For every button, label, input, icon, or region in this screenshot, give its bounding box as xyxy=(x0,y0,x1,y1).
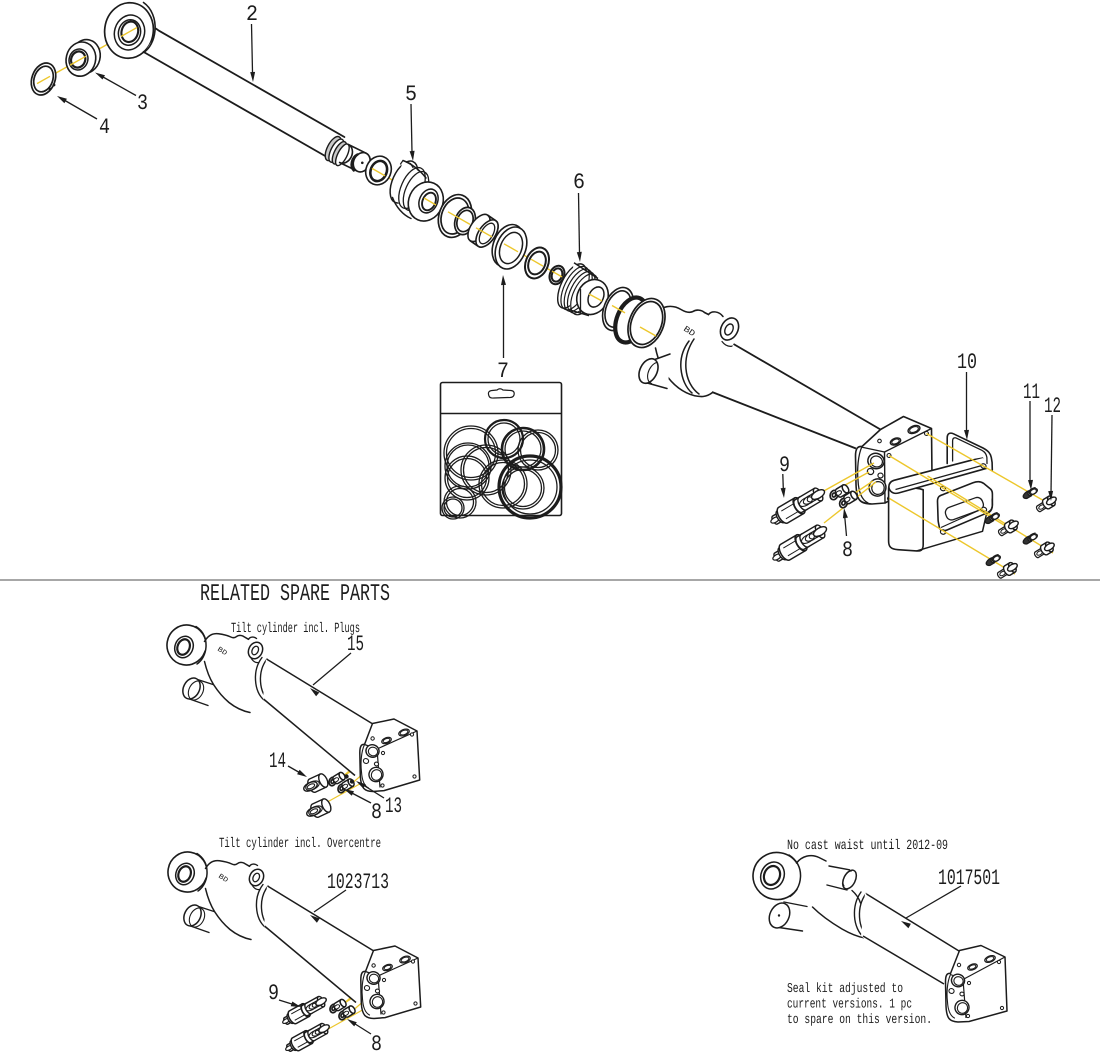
svg-text:14: 14 xyxy=(269,749,286,774)
svg-text:5: 5 xyxy=(405,82,417,107)
svg-text:7: 7 xyxy=(497,359,509,384)
svg-text:12: 12 xyxy=(1044,394,1061,419)
svg-text:8: 8 xyxy=(371,800,382,825)
svg-text:8: 8 xyxy=(842,538,853,563)
svg-text:8: 8 xyxy=(371,1032,382,1057)
svg-text:11: 11 xyxy=(1023,380,1040,405)
svg-text:1023713: 1023713 xyxy=(327,870,389,895)
svg-text:RELATED SPARE PARTS: RELATED SPARE PARTS xyxy=(200,581,390,608)
svg-text:current versions. 1 pc: current versions. 1 pc xyxy=(787,998,912,1013)
svg-text:10: 10 xyxy=(957,350,977,375)
svg-text:3: 3 xyxy=(137,91,148,116)
svg-text:Tilt cylinder incl. Plugs: Tilt cylinder incl. Plugs xyxy=(231,621,360,637)
svg-text:15: 15 xyxy=(347,632,364,657)
svg-text:4: 4 xyxy=(99,115,110,140)
svg-text:Tilt cylinder incl. Overcentre: Tilt cylinder incl. Overcentre xyxy=(219,836,381,852)
svg-text:2: 2 xyxy=(246,2,258,27)
svg-text:9: 9 xyxy=(268,981,279,1006)
svg-text:13: 13 xyxy=(385,794,402,819)
svg-text:to spare on this version.: to spare on this version. xyxy=(787,1013,932,1028)
svg-text:No cast waist until 2012-09: No cast waist until 2012-09 xyxy=(787,838,948,854)
svg-text:9: 9 xyxy=(779,453,790,478)
svg-text:6: 6 xyxy=(573,170,585,195)
svg-text:Seal kit adjusted to: Seal kit adjusted to xyxy=(787,982,903,997)
svg-text:1017501: 1017501 xyxy=(938,866,1000,891)
